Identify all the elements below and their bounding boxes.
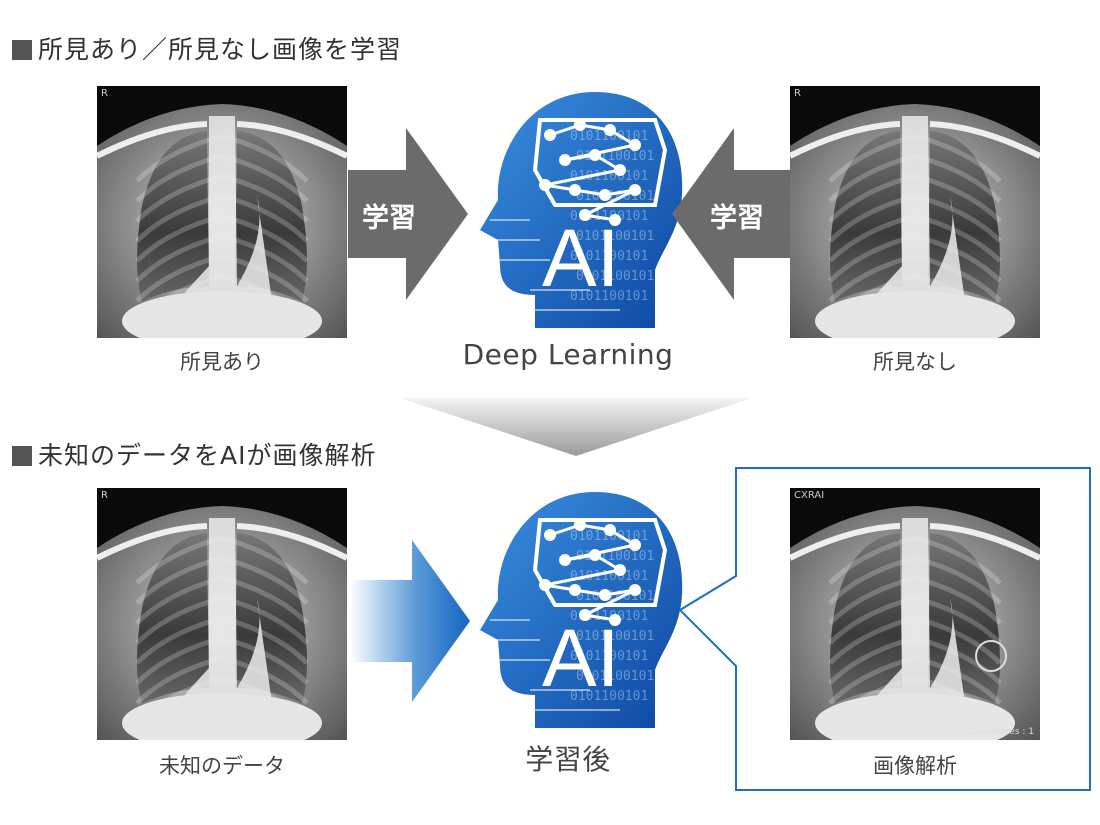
chest-xray-image: [790, 488, 1040, 740]
xray-side-marker: R: [794, 88, 801, 99]
chest-xray-image: [97, 86, 347, 338]
ai-label: AI: [542, 613, 620, 704]
svg-text:0101100101: 0101100101: [576, 269, 654, 284]
caption-with-findings: 所見あり: [180, 350, 264, 374]
svg-text:0101100101: 0101100101: [576, 669, 654, 684]
svg-text:0101100101: 0101100101: [576, 229, 654, 244]
svg-text:0101100101: 0101100101: [570, 289, 648, 304]
learning-arrow-right: 学習: [348, 128, 470, 300]
chest-xray-image: [790, 86, 1040, 338]
svg-text:0101100101: 0101100101: [570, 169, 648, 184]
caption-unknown-data: 未知のデータ: [159, 754, 285, 778]
xray-without-findings: R: [790, 86, 1040, 338]
caption-without-findings: 所見なし: [873, 350, 957, 374]
xray-side-marker: R: [101, 490, 108, 501]
ai-label: AI: [542, 213, 620, 304]
xray-with-findings: R: [97, 86, 347, 338]
svg-text:0101100101: 0101100101: [570, 569, 648, 584]
candidates-count: Candidates : 1: [968, 727, 1034, 737]
ai-head-trained-icon: 0101100101 0101100101 0101100101 0101100101…: [470, 490, 690, 730]
section-title-analysis: 未知のデータをAIが画像解析: [12, 436, 376, 472]
svg-text:0101100101: 0101100101: [576, 629, 654, 644]
svg-text:0101100101: 0101100101: [570, 689, 648, 704]
section-title-text: 未知のデータをAIが画像解析: [38, 441, 377, 470]
svg-text:0101100101: 0101100101: [570, 249, 648, 264]
square-bullet-icon: [12, 446, 32, 466]
deep-learning-caption: Deep Learning: [462, 338, 674, 371]
square-bullet-icon: [12, 40, 32, 60]
learning-label-right: 学習: [710, 203, 764, 234]
ai-head-icon: 0101100101 0101100101 0101100101 0101100101…: [470, 90, 690, 330]
section-title-text: 所見あり／所見なし画像を学習: [38, 35, 403, 64]
caption-analysis: 画像解析: [873, 754, 957, 778]
input-arrow-blue: [350, 540, 472, 702]
learning-arrow-left: 学習: [670, 128, 792, 300]
detection-circle: [975, 640, 1007, 672]
down-chevron-arrow: [400, 398, 752, 456]
xray-brand-overlay: CXRAI: [794, 490, 825, 501]
learning-label-left: 学習: [362, 203, 416, 234]
section-title-training: 所見あり／所見なし画像を学習: [12, 30, 402, 66]
trained-caption: 学習後: [525, 743, 611, 776]
svg-text:0101100101: 0101100101: [570, 649, 648, 664]
chest-xray-image: [97, 488, 347, 740]
xray-unknown-data: R: [97, 488, 347, 740]
xray-side-marker: R: [101, 88, 108, 99]
xray-analyzed: Candidates : 1 CXRAI: [790, 488, 1040, 740]
